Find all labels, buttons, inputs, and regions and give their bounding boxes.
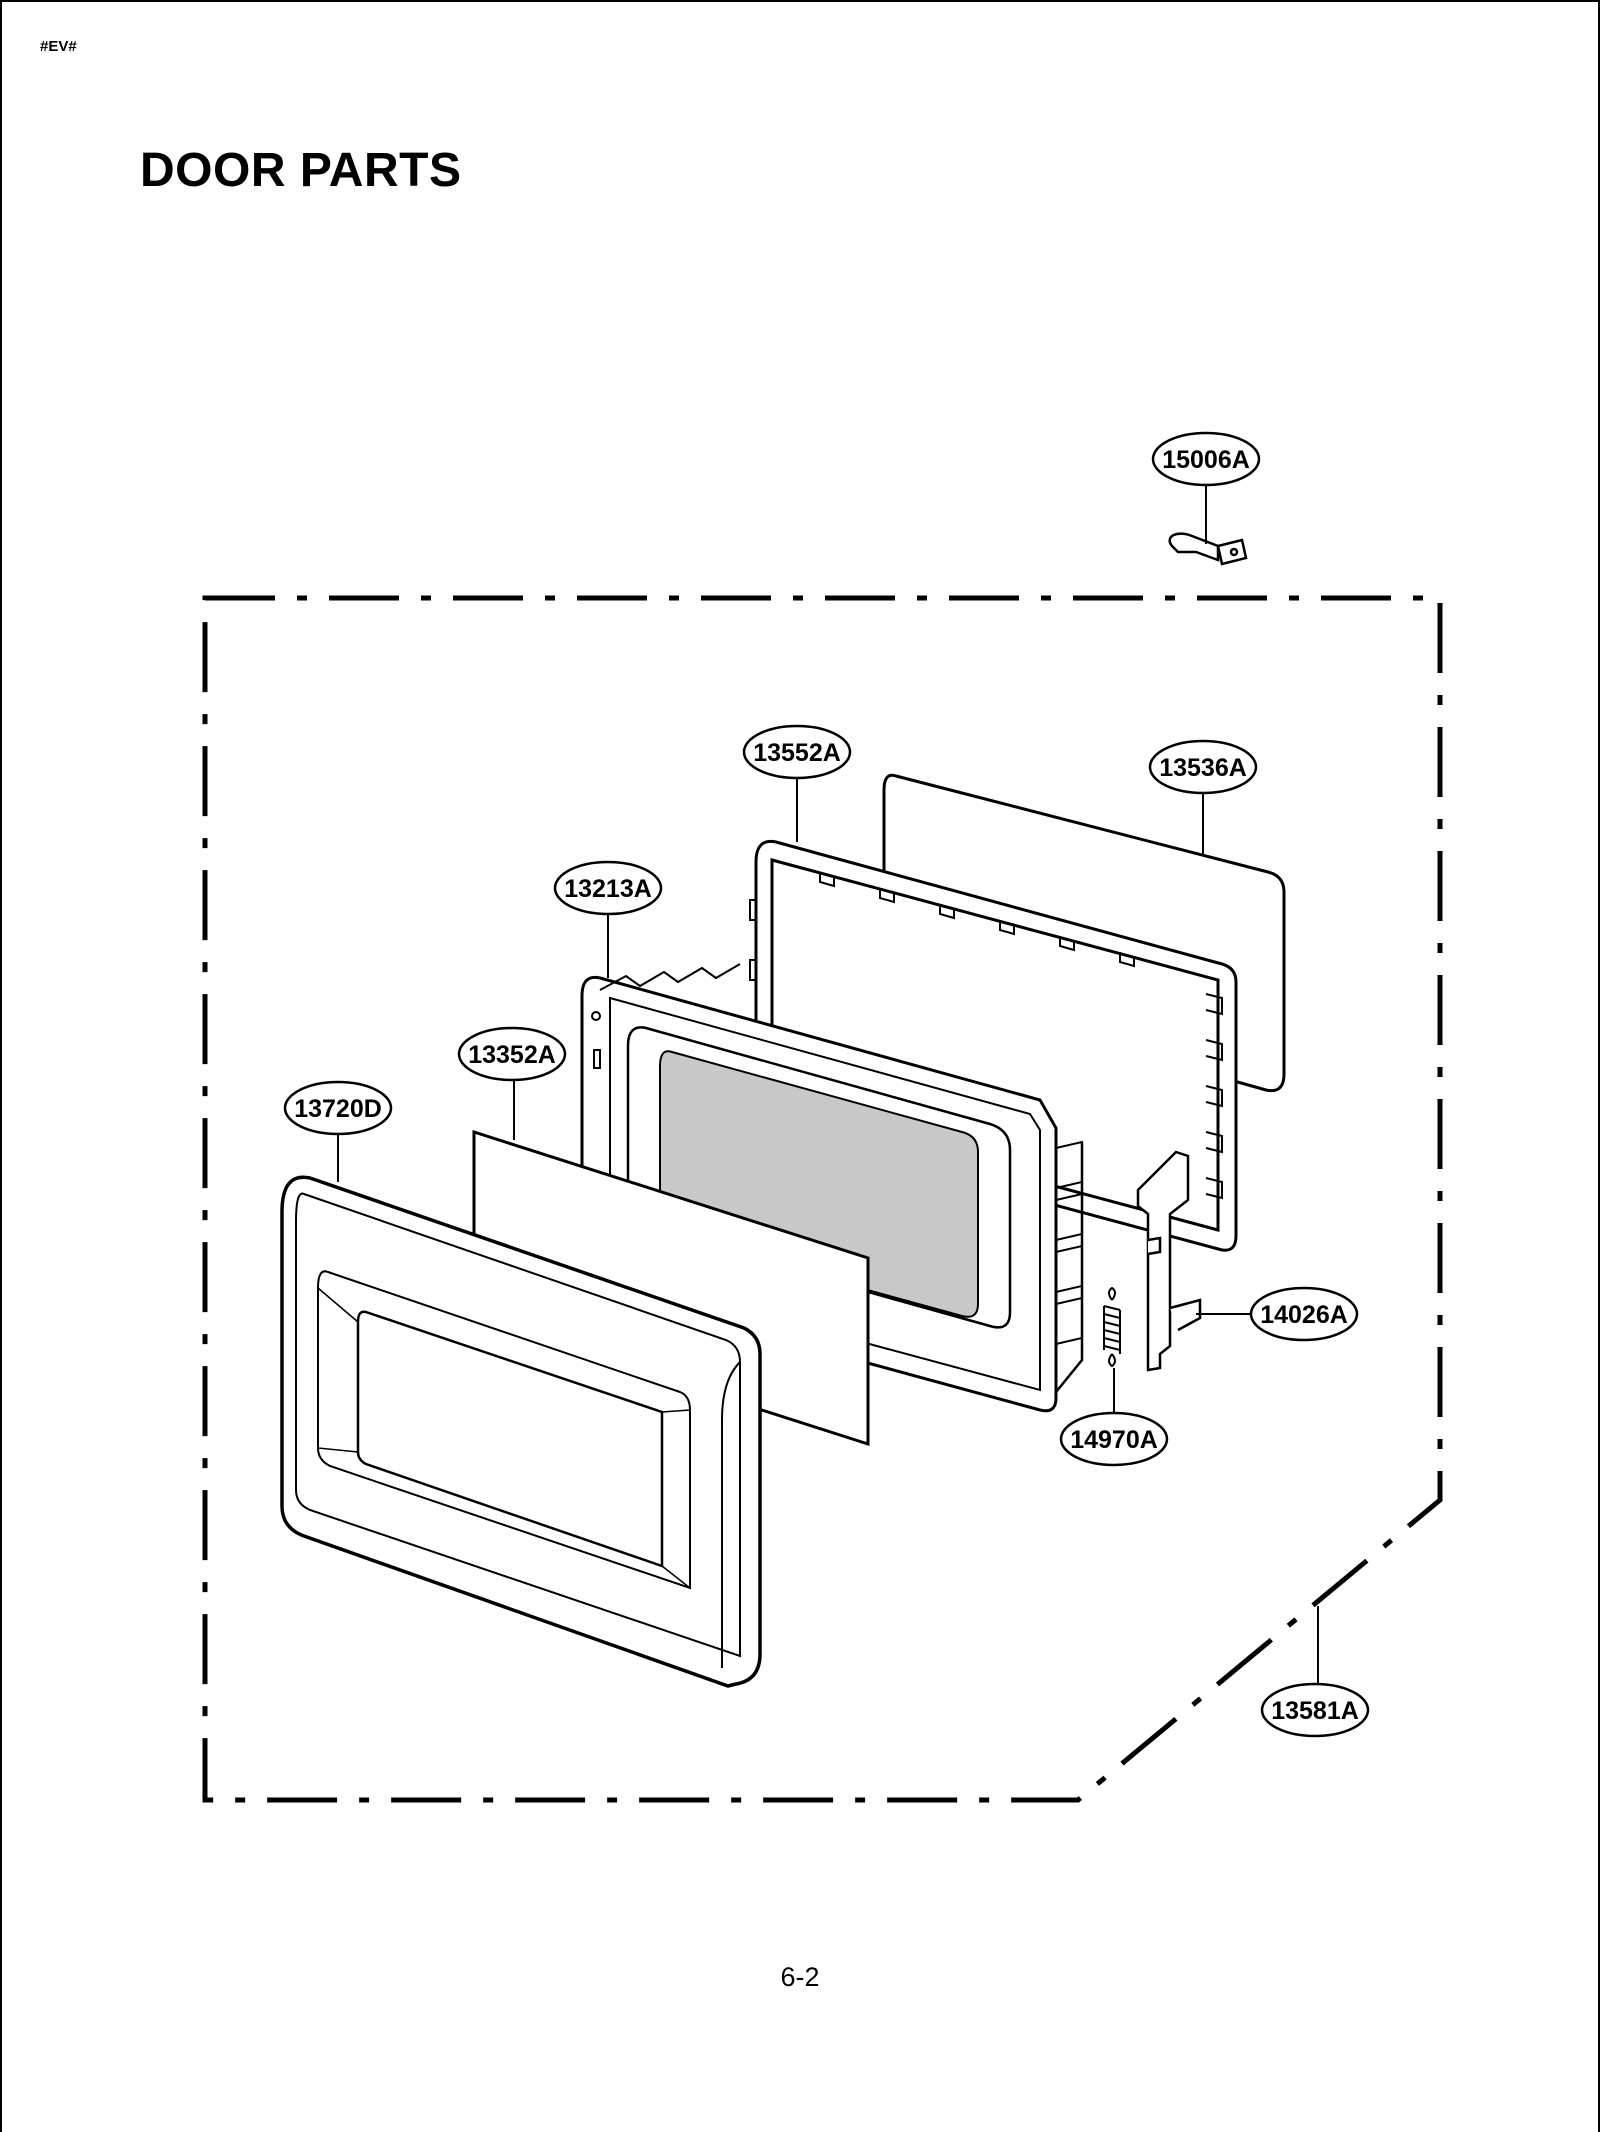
callout-15006A: 15006A — [1151, 431, 1261, 487]
part-14970A-spring — [1103, 1286, 1121, 1368]
svg-text:14970A: 14970A — [1070, 1426, 1158, 1454]
callout-14026A: 14026A — [1249, 1286, 1359, 1342]
svg-text:13536A: 13536A — [1159, 754, 1247, 782]
callout-13552A: 13552A — [742, 724, 852, 780]
part-14026A-latch — [1136, 1150, 1202, 1372]
svg-text:15006A: 15006A — [1162, 446, 1250, 474]
svg-text:13352A: 13352A — [468, 1041, 556, 1069]
page-title: DOOR PARTS — [140, 144, 462, 197]
part-13720D-door-front — [280, 1175, 762, 1688]
svg-text:13552A: 13552A — [753, 739, 841, 767]
svg-text:14026A: 14026A — [1260, 1301, 1348, 1329]
part-15006A-bracket — [1168, 532, 1248, 566]
svg-text:13581A: 13581A — [1271, 1697, 1359, 1725]
svg-text:13213A: 13213A — [564, 875, 652, 903]
document-code: #EV# — [40, 38, 77, 55]
callout-14970A: 14970A — [1059, 1411, 1169, 1467]
svg-text:13720D: 13720D — [294, 1095, 382, 1123]
callout-13581A: 13581A — [1260, 1682, 1370, 1738]
leader-lines — [337, 486, 1319, 1690]
callout-13720D: 13720D — [283, 1080, 393, 1136]
assembly-boundary — [202, 595, 1443, 1803]
callout-13213A: 13213A — [553, 860, 663, 916]
callout-13536A: 13536A — [1148, 739, 1258, 795]
page-number: 6-2 — [780, 1962, 820, 1992]
callout-13352A: 13352A — [457, 1026, 567, 1082]
